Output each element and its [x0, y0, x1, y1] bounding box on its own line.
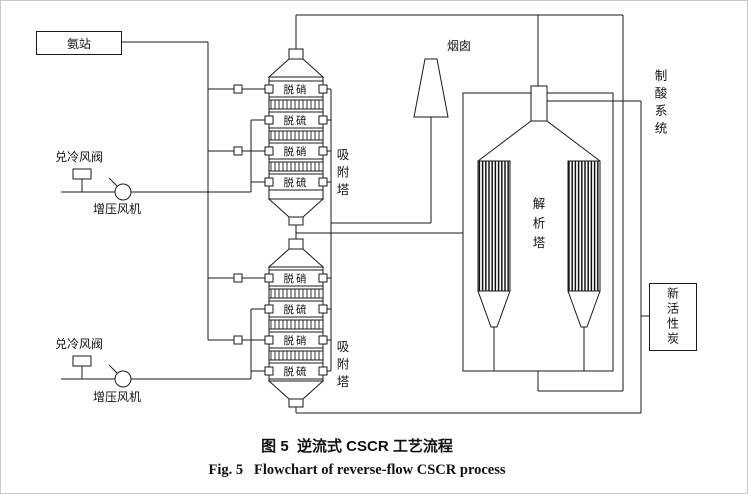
process-diagram — [61, 14, 649, 414]
caption-english: Fig. 5 Flowchart of reverse-flow CSCR pr… — [208, 462, 506, 478]
denitration-layer-label: 脱硝 — [283, 334, 309, 347]
chimney-shape — [413, 58, 449, 118]
new-activated-carbon-box: 新活性炭 — [649, 283, 697, 351]
valve-fan-symbols — [72, 168, 132, 388]
denitration-layer-label: 脱硝 — [283, 145, 309, 158]
ammonia-station-label: 氨站 — [66, 36, 91, 51]
caption-chinese: 图 5 逆流式 CSCR 工艺流程 — [261, 438, 453, 455]
desorption-column-right — [567, 160, 601, 292]
desulfurization-layer-label: 脱硫 — [283, 176, 309, 189]
desorption-column-left — [477, 160, 511, 292]
cold-air-valve-symbol-bottom — [72, 355, 92, 367]
acid-system-label: 制酸系统 — [652, 69, 667, 139]
chimney-label: 烟囱 — [447, 39, 472, 53]
damper-squares — [233, 84, 328, 376]
adsorption-tower-label-top: 吸附塔 — [334, 148, 349, 201]
desulfurization-layer-label: 脱硫 — [283, 365, 309, 378]
desorption-tower — [462, 85, 614, 372]
new-activated-carbon-label: 新活性炭 — [665, 287, 680, 347]
adsorption-tower-label-bottom: 吸附塔 — [334, 340, 349, 393]
adsorption-tower-top — [267, 48, 325, 226]
desulfurization-layer-label: 脱硫 — [283, 114, 309, 127]
cold-air-valve-label-bottom: 兑冷风阀 — [55, 337, 104, 351]
adsorption-tower-bottom — [267, 238, 325, 408]
cold-air-valve-symbol-top — [72, 168, 92, 180]
cold-air-valve-label-top: 兑冷风阀 — [55, 150, 104, 164]
desorption-tower-label: 解析塔 — [530, 197, 545, 256]
desulfurization-layer-label: 脱硫 — [283, 303, 309, 316]
booster-fan-label-bottom: 增压风机 — [93, 390, 142, 404]
denitration-layer-label: 脱硝 — [283, 272, 309, 285]
denitration-layer-label: 脱硝 — [283, 83, 309, 96]
booster-fan-label-top: 增压风机 — [93, 202, 142, 216]
booster-fan-symbol-bottom — [114, 370, 132, 388]
desorption-top-stem — [530, 85, 548, 122]
ammonia-station-box: 氨站 — [36, 31, 122, 55]
booster-fan-symbol-top — [114, 183, 132, 201]
